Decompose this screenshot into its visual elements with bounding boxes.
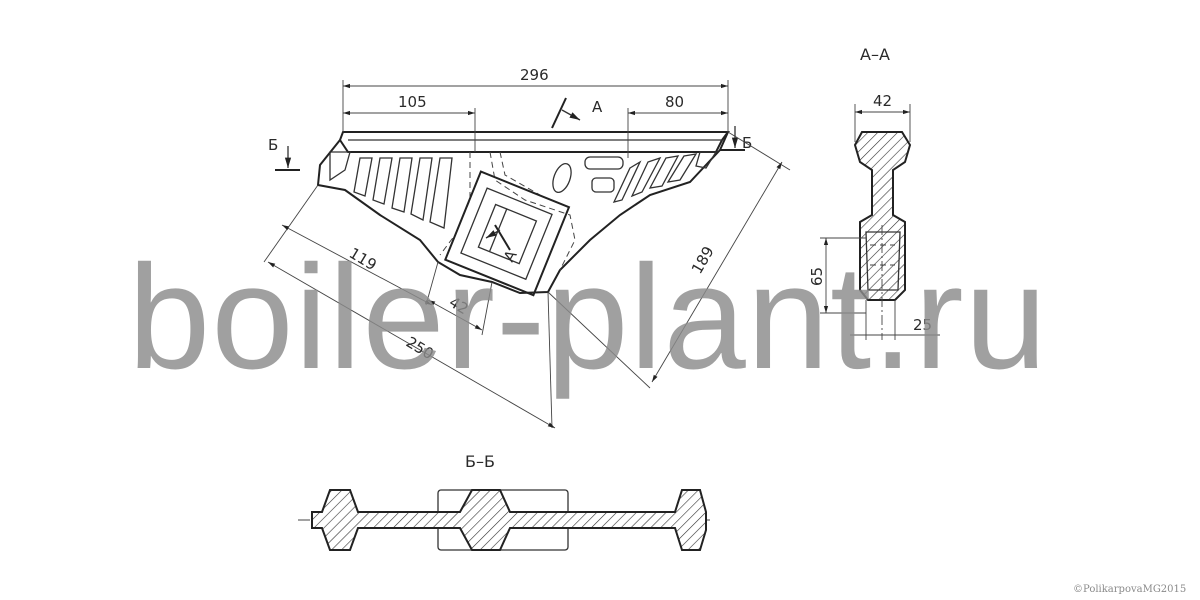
- cut-label-b-left: Б: [268, 136, 278, 154]
- copyright-text: ©PolikarpovaMG2015: [1073, 584, 1186, 595]
- dim-line-119: [281, 224, 433, 306]
- cut-mark-a-lower: [494, 224, 511, 251]
- dim-label-a-25: 25: [913, 316, 932, 334]
- rib-1: [353, 157, 373, 197]
- rib-2: [372, 157, 393, 205]
- dim-line-42-slot: [427, 299, 483, 331]
- oval-hole: [552, 162, 572, 194]
- rib-5: [429, 157, 453, 229]
- section-b-profile: [311, 489, 707, 551]
- hidden-line-right: [489, 151, 576, 271]
- left-wing: [329, 151, 351, 182]
- hidden-line-center: [499, 151, 541, 196]
- dim-label-105: 105: [398, 93, 427, 111]
- dim-label-a-42: 42: [873, 92, 892, 110]
- section-a-title: А–А: [860, 45, 890, 64]
- dim-line-189: [651, 161, 783, 383]
- cut-arrow-a-lower: [485, 229, 501, 239]
- dim-label-80: 80: [665, 93, 684, 111]
- cut-mark-a-upper: [551, 97, 567, 129]
- hidden-line-left: [439, 152, 471, 256]
- cut-label-b-right: Б: [742, 134, 752, 152]
- section-a-a: А–А 42 65 25: [808, 45, 940, 340]
- section-a-insert: [865, 231, 901, 291]
- grate-top-edge: [338, 131, 730, 153]
- dim-label-a-65: 65: [808, 267, 826, 286]
- cut-label-a-upper: А: [592, 98, 603, 116]
- slot-upper: [584, 156, 624, 170]
- rib-4: [410, 157, 433, 221]
- watermark-text: boiler-plant.ru: [128, 235, 1048, 400]
- rib-3: [391, 157, 413, 213]
- dim-label-296: 296: [520, 66, 549, 84]
- section-b-b: Б–Б: [298, 452, 712, 551]
- rib-7: [630, 156, 662, 198]
- slot-lower: [591, 177, 615, 193]
- rib-6: [612, 160, 642, 203]
- section-b-title: Б–Б: [465, 452, 495, 471]
- main-view: А А Б Б 296 105 80 250 119 42: [263, 66, 791, 429]
- cut-arrow-a-upper: [561, 109, 581, 121]
